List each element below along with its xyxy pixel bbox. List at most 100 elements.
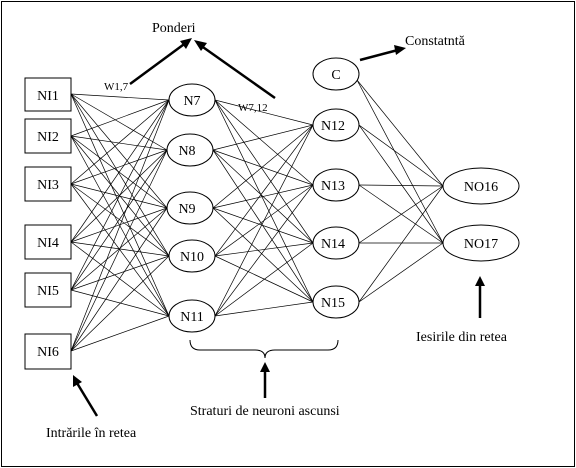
hidden-node-n15 xyxy=(312,285,360,319)
connection-n13-no17 xyxy=(358,184,444,244)
hidden-layers-arrow-head xyxy=(260,362,270,372)
output-node-no17-label: NO17 xyxy=(464,237,498,252)
hidden-node-n11-label: N11 xyxy=(180,310,204,325)
input-node-ni6 xyxy=(24,333,72,370)
connection-n7-n12 xyxy=(214,99,314,126)
hidden-node-n8 xyxy=(166,133,214,167)
connection-ni5-n9 xyxy=(70,207,168,291)
hidden-node-n12 xyxy=(312,108,360,142)
connection-n8-n12 xyxy=(212,124,314,151)
connection-n9-n14 xyxy=(212,207,314,244)
constant-arrow-head xyxy=(394,45,406,55)
connection-ni3-n7 xyxy=(70,99,170,185)
input-node-ni4-label: NI4 xyxy=(37,236,59,251)
connection-n10-n15 xyxy=(214,255,314,303)
hidden-node-n8-label: N8 xyxy=(178,144,195,159)
output-node-no16 xyxy=(442,167,520,205)
connection-n7-n14 xyxy=(214,99,314,244)
connection-n7-n13 xyxy=(214,99,314,186)
connection-n7-n15 xyxy=(214,99,314,303)
weights-arrow-left-shaft xyxy=(129,40,188,86)
connection-ni4-n11 xyxy=(70,241,170,317)
connection-n15-no16 xyxy=(358,185,444,303)
connection-ni4-n8 xyxy=(70,149,168,243)
connection-ni1-n9 xyxy=(70,93,168,209)
connection-ni1-n8 xyxy=(70,93,168,151)
input-node-ni5 xyxy=(24,272,72,308)
constant-arrow-shaft xyxy=(359,48,399,62)
hidden-layer-1: N7 N8 N9 N10 N11 xyxy=(166,83,216,333)
output-node-no17 xyxy=(442,224,520,262)
connection-ni5-n11 xyxy=(70,289,170,317)
hidden-node-n13-label: N13 xyxy=(321,179,345,194)
connection-n11-n12 xyxy=(214,124,314,317)
annotation-arrows xyxy=(73,38,485,417)
connection-ni2-n7 xyxy=(70,99,170,137)
connection-n13-no16 xyxy=(358,184,444,187)
input-layer: NI1 NI2 NI3 NI4 NI5 NI6 xyxy=(24,77,72,370)
connection-ni6-n10 xyxy=(70,255,170,352)
connection-n11-n15 xyxy=(214,301,314,317)
hidden-node-n13 xyxy=(312,168,360,202)
weights-annotation: Ponderi xyxy=(152,21,196,36)
output-node-no16-label: NO16 xyxy=(464,180,498,195)
output-layer: NO16 NO17 xyxy=(442,167,520,262)
connection-n12-no17 xyxy=(358,124,444,244)
hidden-layer-2: C N12 N13 N14 N15 xyxy=(312,57,360,319)
connection-n11-n13 xyxy=(214,184,314,317)
connection-n12-no16 xyxy=(358,124,444,187)
hidden-node-n12-label: N12 xyxy=(321,119,345,134)
input-node-ni6-label: NI6 xyxy=(37,345,59,360)
hidden-node-n7-label: N7 xyxy=(183,94,200,109)
connection-c-no17 xyxy=(356,79,444,244)
connection-ni6-n8 xyxy=(70,149,168,352)
outputs-annotation: Iesirile din retea xyxy=(416,330,508,345)
constant-annotation: Constatntă xyxy=(405,34,466,49)
hidden-node-n11 xyxy=(168,299,216,333)
connection-ni4-n7 xyxy=(70,99,170,243)
connection-ni1-n7 xyxy=(70,93,170,101)
connection-n8-n13 xyxy=(212,149,314,186)
hidden-layers-brace xyxy=(189,339,339,359)
connection-ni3-n11 xyxy=(70,183,170,317)
connection-ni1-n11 xyxy=(70,93,170,317)
constant-node-c-label: C xyxy=(331,68,340,83)
outputs-arrow-head xyxy=(475,276,485,286)
weight-label-w7-12: W7,12 xyxy=(238,102,268,114)
connection-n11-n14 xyxy=(214,242,314,317)
input-node-ni2-label: NI2 xyxy=(37,130,59,145)
hidden-node-n7 xyxy=(168,83,216,117)
hidden-node-n14-label: N14 xyxy=(321,237,345,252)
connection-ni5-n7 xyxy=(70,99,170,291)
hidden-node-n9-label: N9 xyxy=(178,202,195,217)
connection-n9-n13 xyxy=(212,184,314,209)
input-node-ni1 xyxy=(24,77,72,112)
connection-ni5-n8 xyxy=(70,149,168,291)
connection-n15-no17 xyxy=(358,242,444,303)
hidden-node-n14 xyxy=(312,226,360,260)
connection-ni6-n9 xyxy=(70,207,168,352)
connection-ni3-n10 xyxy=(70,183,170,257)
connections xyxy=(70,79,444,352)
connection-n9-n12 xyxy=(212,124,314,209)
connection-ni5-n10 xyxy=(70,255,170,291)
hidden-node-n10-label: N10 xyxy=(180,250,204,265)
hidden-node-n15-label: N15 xyxy=(321,296,345,311)
weights-arrow-right-shaft xyxy=(199,43,276,100)
hidden-layers-annotation: Straturi de neuroni ascunsi xyxy=(190,404,340,419)
input-node-ni5-label: NI5 xyxy=(37,284,59,299)
input-node-ni1-label: NI1 xyxy=(37,89,59,104)
input-node-ni2 xyxy=(24,118,72,154)
inputs-arrow-shaft xyxy=(75,382,99,417)
connection-n14-no16 xyxy=(358,185,444,244)
connection-n9-n15 xyxy=(212,207,314,303)
weight-label-w1-7: W1,7 xyxy=(104,81,129,93)
connection-ni4-n9 xyxy=(70,207,168,243)
input-node-ni3-label: NI3 xyxy=(37,178,59,193)
connection-n10-n14 xyxy=(214,242,314,257)
hidden-node-n9 xyxy=(166,191,214,225)
inputs-arrow-head xyxy=(73,375,82,387)
connection-ni6-n11 xyxy=(70,315,170,352)
constant-node-c xyxy=(312,57,360,91)
connection-ni6-n7 xyxy=(70,99,170,352)
